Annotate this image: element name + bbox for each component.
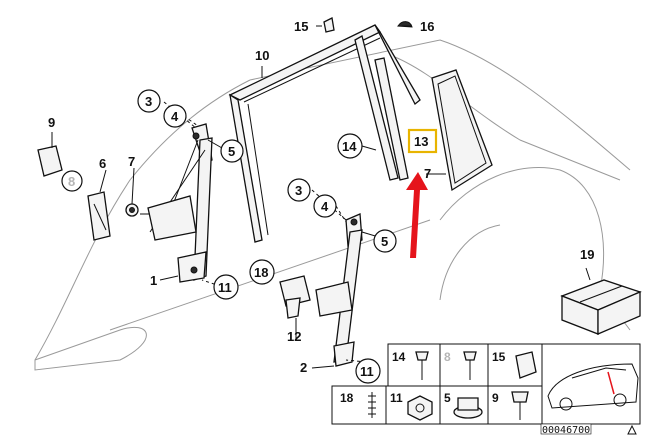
callout-9: 9 xyxy=(48,115,55,130)
svg-text:00046700: 00046700 xyxy=(542,425,590,436)
svg-text:7: 7 xyxy=(424,166,431,181)
svg-text:5: 5 xyxy=(381,234,388,249)
svg-text:3: 3 xyxy=(145,94,152,109)
svg-text:9: 9 xyxy=(48,115,55,130)
callout-15: 15 xyxy=(294,19,308,34)
panel-9: 9 xyxy=(492,391,529,420)
svg-text:14: 14 xyxy=(392,350,406,364)
svg-text:9: 9 xyxy=(492,391,499,405)
svg-text:7: 7 xyxy=(128,154,135,169)
callout-14: 14 xyxy=(337,133,363,159)
callout-18: 18 xyxy=(249,259,275,285)
panel-8: 8 xyxy=(444,350,477,380)
window-frame-10 xyxy=(228,24,421,243)
corner-glass-13 xyxy=(431,69,493,192)
window-regulator-1 xyxy=(140,123,213,283)
callout-4b: 4 xyxy=(313,194,337,218)
callout-13: 13 xyxy=(407,128,438,154)
svg-text:15: 15 xyxy=(294,19,308,34)
callout-11b: 11 xyxy=(355,358,381,384)
cover-9 xyxy=(37,145,63,177)
svg-text:12: 12 xyxy=(287,329,301,344)
clip-15 xyxy=(323,17,335,33)
svg-text:8: 8 xyxy=(444,350,451,364)
svg-text:5: 5 xyxy=(228,144,235,159)
svg-text:11: 11 xyxy=(218,280,232,295)
svg-text:2: 2 xyxy=(300,360,307,375)
svg-text:4: 4 xyxy=(171,109,179,124)
svg-text:4: 4 xyxy=(321,199,329,214)
callout-3b: 3 xyxy=(287,178,311,202)
svg-text:5: 5 xyxy=(444,391,451,405)
svg-text:1: 1 xyxy=(150,273,157,288)
callout-8: 8 xyxy=(61,170,83,192)
svg-text:11: 11 xyxy=(360,364,374,379)
callout-16: 16 xyxy=(420,19,434,34)
callout-3a: 3 xyxy=(137,89,161,113)
callout-2: 2 xyxy=(300,360,307,375)
callout-10: 10 xyxy=(255,48,269,63)
callout-12: 12 xyxy=(287,329,301,344)
callout-6: 6 xyxy=(99,156,106,171)
callout-4a: 4 xyxy=(163,104,187,128)
panel-14: 14 xyxy=(392,350,429,380)
svg-text:19: 19 xyxy=(580,247,594,262)
callout-19: 19 xyxy=(580,247,594,262)
svg-text:6: 6 xyxy=(99,156,106,171)
reference-number: 00046700 xyxy=(540,423,592,436)
svg-text:3: 3 xyxy=(295,183,302,198)
svg-text:8: 8 xyxy=(68,174,75,189)
svg-text:18: 18 xyxy=(340,391,354,405)
car-thumbnail xyxy=(547,363,639,411)
svg-text:11: 11 xyxy=(390,391,403,405)
svg-text:18: 18 xyxy=(254,265,268,280)
svg-text:15: 15 xyxy=(492,350,506,364)
svg-text:13: 13 xyxy=(414,134,428,149)
svg-text:14: 14 xyxy=(342,139,357,154)
svg-text:16: 16 xyxy=(420,19,434,34)
triangle-icon xyxy=(627,424,637,435)
svg-text:10: 10 xyxy=(255,48,269,63)
panel-15: 15 xyxy=(492,350,537,379)
bolt-7 xyxy=(125,203,139,217)
callout-7a: 7 xyxy=(128,154,135,169)
callout-1: 1 xyxy=(150,273,157,288)
panel-11: 11 xyxy=(390,391,433,421)
panel-18: 18 xyxy=(340,391,376,418)
callout-7b: 7 xyxy=(424,166,431,181)
callout-5a: 5 xyxy=(220,139,244,163)
callout-5b: 5 xyxy=(373,229,397,253)
panel-5: 5 xyxy=(444,391,483,419)
hardware-panel: 14 8 15 18 11 5 9 xyxy=(331,343,641,425)
callout-11a: 11 xyxy=(213,274,239,300)
cable-guide-6 xyxy=(87,191,111,241)
window-regulator-2 xyxy=(315,213,363,367)
red-arrow-icon xyxy=(406,172,428,258)
window-motor-12 xyxy=(279,275,311,319)
kit-box-19 xyxy=(560,279,642,335)
